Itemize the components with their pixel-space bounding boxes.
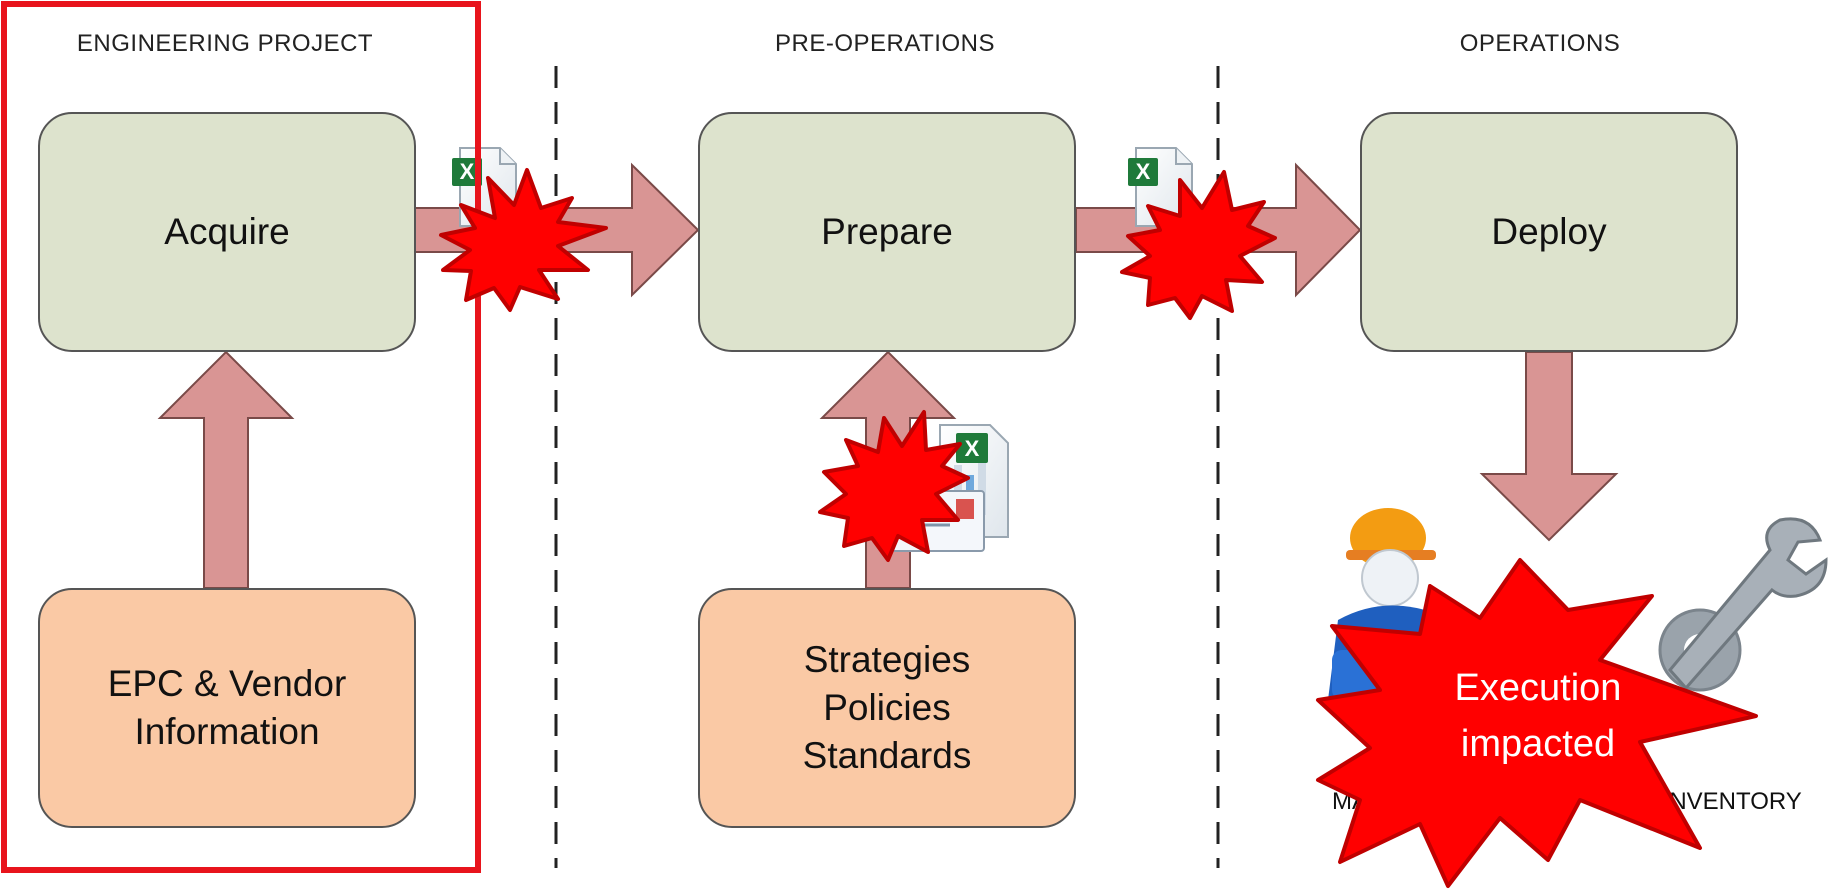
strategies-label: Strategies Policies Standards bbox=[802, 639, 972, 776]
epc-vendor-label: EPC & Vendor Information bbox=[107, 663, 347, 752]
phase-label-engineering: ENGINEERING PROJECT bbox=[76, 30, 374, 57]
wrench-gear-icon bbox=[1658, 517, 1828, 692]
prepare-box: Prepare bbox=[698, 112, 1076, 352]
deploy-label: Deploy bbox=[1491, 211, 1607, 252]
phase-label-operations: OPERATIONS bbox=[1459, 30, 1621, 57]
blocker-burst-icon bbox=[818, 410, 970, 562]
svg-text:X: X bbox=[1136, 159, 1151, 184]
execution-impacted-burst bbox=[1316, 558, 1758, 888]
epc-vendor-box: EPC & Vendor Information bbox=[38, 588, 416, 828]
blocker-burst-icon bbox=[439, 168, 608, 312]
svg-text:X: X bbox=[965, 436, 980, 461]
acquire-label: Acquire bbox=[164, 211, 290, 252]
strategies-box: Strategies Policies Standards bbox=[698, 588, 1076, 828]
acquire-box: Acquire bbox=[38, 112, 416, 352]
engineering-highlight-frame bbox=[1, 1, 481, 873]
execution-impacted-label: Execution impacted bbox=[1454, 667, 1622, 765]
arrow-epc-to-acquire bbox=[157, 350, 295, 589]
deploy-box: Deploy bbox=[1360, 112, 1738, 352]
prepare-label: Prepare bbox=[821, 211, 953, 252]
svg-text:X: X bbox=[460, 159, 475, 184]
arrow-deploy-down bbox=[1479, 351, 1619, 542]
blocker-burst-icon bbox=[1120, 170, 1277, 320]
phase-label-pre-operations: PRE-OPERATIONS bbox=[775, 30, 995, 57]
